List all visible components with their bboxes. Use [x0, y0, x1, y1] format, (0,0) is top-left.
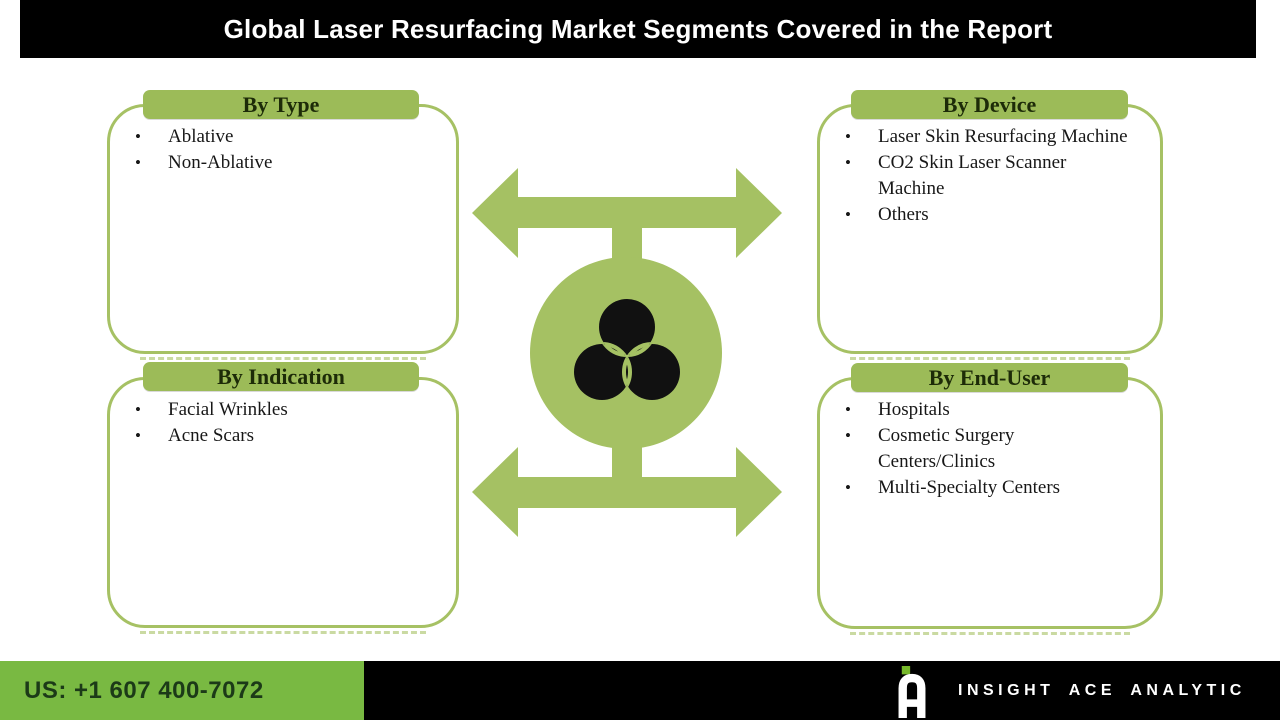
list-item: Multi-Specialty Centers: [820, 475, 1134, 501]
brand: INSIGHT ACE ANALYTIC: [896, 661, 1246, 720]
center-graphic: [472, 168, 782, 537]
list-item: Others: [820, 202, 1134, 228]
box-header-by-end-user: By End-User: [851, 363, 1128, 392]
box-header-by-device: By Device: [851, 90, 1128, 119]
list-item: Ablative: [110, 124, 430, 150]
list-item: Non-Ablative: [110, 150, 430, 176]
footer: US: +1 607 400-7072 INSIGHT ACE ANALYTIC: [0, 661, 1280, 720]
title-bar: Global Laser Resurfacing Market Segments…: [20, 0, 1256, 58]
double-arrow-top-icon: [472, 168, 782, 258]
segment-box-by-type: By Type Ablative Non-Ablative: [107, 90, 459, 360]
box-header-by-indication: By Indication: [143, 362, 419, 391]
box-header-by-type: By Type: [143, 90, 419, 119]
list-item: Cosmetic Surgery Centers/Clinics: [820, 423, 1134, 475]
phone-badge: US: +1 607 400-7072: [0, 661, 364, 720]
segment-box-by-device: By Device Laser Skin Resurfacing Machine…: [817, 90, 1163, 360]
phone-number: US: +1 607 400-7072: [24, 676, 264, 704]
bullet-list-by-device: Laser Skin Resurfacing Machine CO2 Skin …: [820, 124, 1134, 228]
bullet-list-by-type: Ablative Non-Ablative: [110, 124, 430, 176]
connector-bottom: [612, 438, 642, 480]
list-item: Hospitals: [820, 397, 1134, 423]
list-item: CO2 Skin Laser Scanner Machine: [820, 150, 1134, 202]
list-item: Facial Wrinkles: [110, 397, 430, 423]
venn-diagram-icon: [574, 299, 680, 400]
page-title: Global Laser Resurfacing Market Segments…: [223, 14, 1053, 44]
bullet-list-by-end-user: Hospitals Cosmetic Surgery Centers/Clini…: [820, 397, 1134, 501]
insight-ace-logo-icon: [898, 665, 926, 718]
list-item: Laser Skin Resurfacing Machine: [820, 124, 1134, 150]
bullet-list-by-indication: Facial Wrinkles Acne Scars: [110, 397, 430, 449]
double-arrow-bottom-icon: [472, 447, 782, 537]
list-item: Acne Scars: [110, 423, 430, 449]
brand-name: INSIGHT ACE ANALYTIC: [958, 681, 1246, 699]
segment-box-by-indication: By Indication Facial Wrinkles Acne Scars: [107, 362, 459, 634]
segment-box-by-end-user: By End-User Hospitals Cosmetic Surgery C…: [817, 363, 1163, 635]
